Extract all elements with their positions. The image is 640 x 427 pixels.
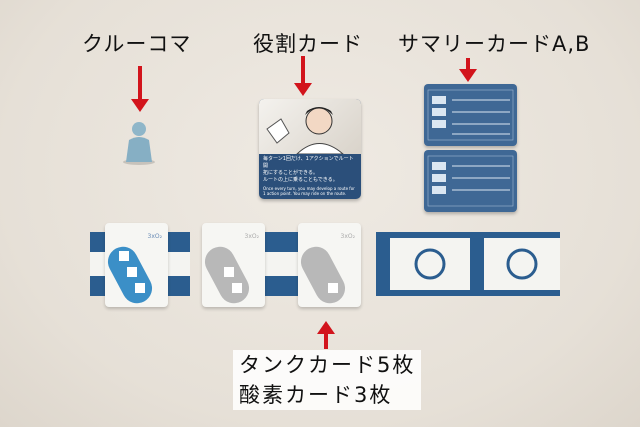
arrow-up-cards (317, 321, 335, 349)
arrow-down-summary (459, 58, 477, 82)
tank-card-1-icon (107, 246, 153, 304)
tank-card-2-mark: 3xO₂ (244, 233, 260, 240)
tank-card-1: 3xO₂ (105, 223, 168, 307)
role-card-jp-line3: ルートの上に乗ることもできる。 (263, 177, 338, 183)
oxygen-ring-icon (414, 248, 446, 280)
tank-card-2: 3xO₂ (202, 223, 265, 307)
role-card-jp-line1: 毎ターン1回だけ、1アクションでルート開 (263, 156, 354, 169)
summary-card-b (424, 150, 517, 212)
oxygen-card-count: 酸素カード3枚 (239, 383, 393, 407)
role-card-illustration (259, 99, 361, 155)
summary-card-b-icons (427, 155, 514, 207)
card-count-label: タンクカード5枚 酸素カード3枚 (233, 350, 422, 410)
oxygen-ring-icon (506, 248, 538, 280)
tank-card-count: タンクカード5枚 (239, 353, 416, 377)
tank-card-3-mark: 3xO₂ (340, 233, 356, 240)
tank-card-3-icon (300, 246, 346, 304)
role-card-en-line: Once every turn, you may develop a route… (263, 186, 355, 196)
crew-piece-label: クルーコマ (82, 32, 192, 56)
arrow-down-crew (131, 66, 149, 112)
character-portrait-icon (266, 107, 345, 155)
summary-card-label: サマリーカードA,B (398, 32, 591, 56)
tank-card-1-mark: 3xO₂ (147, 233, 163, 240)
tank-card-2-icon (204, 246, 250, 304)
role-card-jp-line2: 拓にすることができる。 (263, 170, 318, 176)
crew-piece-icon (123, 122, 155, 165)
role-card-label: 役割カード (253, 32, 363, 56)
oxygen-card-3 (376, 232, 560, 296)
role-card: 毎ターン1回だけ、1アクションでルート開 拓にすることができる。 ルートの上に乗… (259, 99, 361, 199)
arrow-down-role (294, 56, 312, 96)
role-card-text: 毎ターン1回だけ、1アクションでルート開 拓にすることができる。 ルートの上に乗… (259, 154, 361, 198)
tank-card-3: 3xO₂ (298, 223, 361, 307)
summary-card-a-icons (427, 89, 514, 141)
summary-card-a (424, 84, 517, 146)
